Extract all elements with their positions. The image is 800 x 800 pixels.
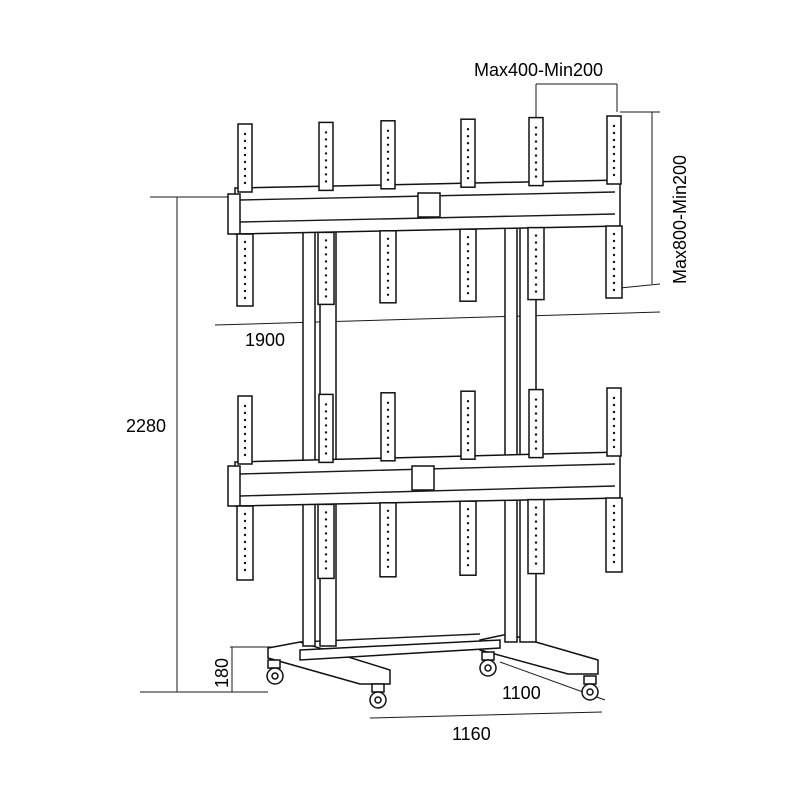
caster-front-left bbox=[266, 659, 284, 685]
bracket-arm bbox=[236, 395, 254, 581]
caster-front-middle bbox=[369, 683, 387, 709]
base-width-label: 1160 bbox=[452, 724, 491, 744]
dimension-lines bbox=[140, 83, 661, 719]
bracket-arm bbox=[236, 123, 254, 307]
bracket-arm bbox=[527, 116, 545, 301]
caster-rear-right bbox=[581, 675, 599, 701]
upper-beam bbox=[227, 179, 621, 235]
bracket-arm bbox=[379, 392, 397, 578]
beam-width-label: 1900 bbox=[245, 330, 285, 350]
bracket-height-label: Max800-Min200 bbox=[670, 155, 690, 284]
base-frame bbox=[266, 633, 599, 709]
caster-rear-middle bbox=[479, 651, 497, 677]
bracket-arm bbox=[379, 120, 397, 304]
bracket-arm bbox=[317, 393, 335, 580]
lower-beam bbox=[227, 451, 621, 507]
bracket-arm bbox=[527, 388, 545, 575]
bracket-arm bbox=[605, 387, 623, 573]
total-height-label: 2280 bbox=[126, 416, 166, 436]
bracket-arm bbox=[459, 390, 477, 576]
bracket-arm bbox=[317, 121, 335, 306]
mounting-brackets bbox=[236, 115, 623, 581]
bracket-spacing-label: Max400-Min200 bbox=[474, 60, 603, 80]
support-columns bbox=[302, 219, 537, 647]
bracket-arm bbox=[459, 118, 477, 302]
bracket-arm bbox=[605, 115, 623, 299]
base-depth-label: 1100 bbox=[502, 683, 541, 703]
foot-height-label: 180 bbox=[212, 658, 232, 688]
